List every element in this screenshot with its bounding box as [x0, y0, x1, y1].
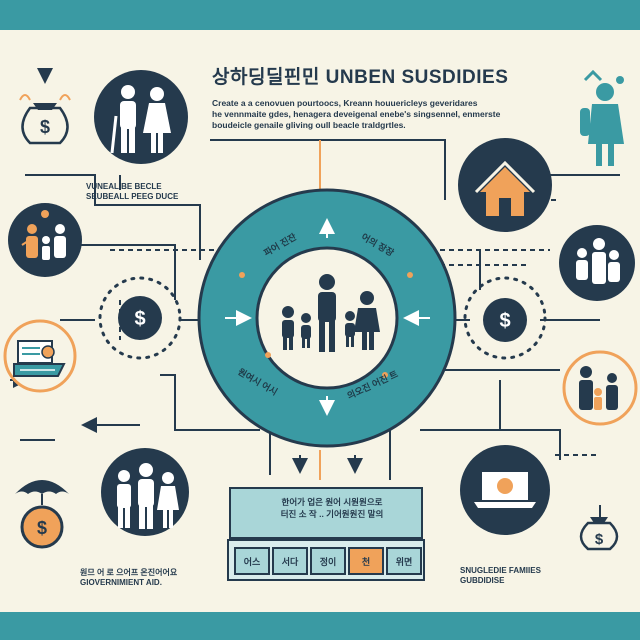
- money-bag-icon: $: [579, 517, 619, 551]
- panel-tab[interactable]: 천: [348, 547, 384, 575]
- top-banner: [0, 0, 640, 30]
- family-group-icon: [282, 274, 380, 352]
- panel-text: 한어가 업은 원어 시원원으로 터진 소 작 .. 기어원원진 말의: [262, 496, 402, 520]
- dollar-coin-icon: $: [98, 276, 182, 360]
- single-families-caption: SNUGLEDIE FAMIIES GUBDIDISE: [460, 566, 541, 586]
- three-people-icon: [101, 448, 189, 536]
- government-aid-caption: 원므 어 로 으어프 온진어어요 GIOVERNIMIENT AID.: [80, 568, 177, 588]
- intro-line: Create a a cenovuen pourtoocs, Kreann ho…: [212, 98, 478, 108]
- elderly-couple-icon: [94, 70, 188, 164]
- bottom-banner: [0, 612, 640, 640]
- house-icon: [458, 138, 552, 232]
- caption-line: GIOVERNIMIENT AID.: [80, 578, 162, 587]
- money-bag-icon: $: [19, 94, 71, 145]
- umbrella-coin-icon: $: [15, 480, 69, 549]
- vulnerable-people-caption: VUNEALIBE BECLE SEUBEALL PEEG DUCE: [86, 182, 178, 202]
- svg-text:$: $: [40, 117, 50, 137]
- document-stack-icon: [3, 319, 77, 393]
- family-of-four-icon: [559, 225, 635, 301]
- panel-tab[interactable]: 정이: [310, 547, 346, 575]
- panel-tab[interactable]: 서다: [272, 547, 308, 575]
- laptop-icon: [460, 445, 550, 535]
- panel-tab[interactable]: 어스: [234, 547, 270, 575]
- person-with-child-icon: [580, 69, 624, 166]
- parent-children-icon: [562, 350, 638, 426]
- intro-line: boudeicle genaile gliving oull beacle tr…: [212, 120, 406, 130]
- intro-line: he vennmaite gdes, henagera deveigenal e…: [212, 109, 501, 119]
- ring-arrows: [225, 218, 430, 416]
- ring-sparks: [239, 272, 413, 378]
- svg-text:$: $: [134, 308, 145, 330]
- dollar-coin-icon: $: [463, 276, 547, 360]
- intro-text: Create a a cenovuen pourtoocs, Kreann ho…: [212, 98, 532, 131]
- svg-text:$: $: [499, 310, 510, 332]
- caption-line: SNUGLEDIE FAMIIES: [460, 566, 541, 575]
- svg-text:$: $: [37, 518, 47, 538]
- family-of-four-icon: [8, 203, 82, 277]
- panel-tab[interactable]: 위면: [386, 547, 422, 575]
- caption-line: SEUBEALL PEEG DUCE: [86, 192, 179, 201]
- caption-line: GUBDIDISE: [460, 576, 505, 585]
- svg-text:$: $: [595, 531, 604, 548]
- panel-line: 터진 소 작 .. 기어원원진 말의: [280, 509, 384, 519]
- panel-line: 한어가 업은 원어 시원원으로: [281, 497, 383, 507]
- page-title: 상하딩딜핀민 UNBEN SUSDIDIES: [212, 67, 509, 88]
- caption-line: VUNEALIBE BECLE: [86, 182, 162, 191]
- caption-line: 원므 어 로 으어프 온진어어요: [80, 568, 178, 577]
